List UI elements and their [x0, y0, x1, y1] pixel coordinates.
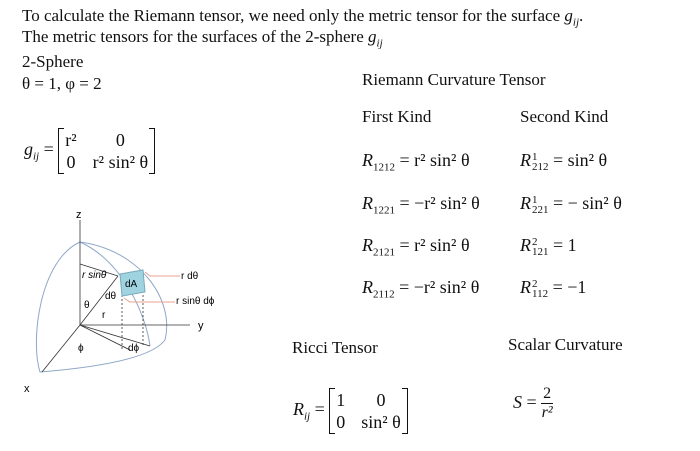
r-dtheta-label: r dθ: [181, 271, 199, 282]
r-sin-theta-label: r sinθ: [82, 270, 107, 281]
intro-line-1: To calculate the Riemann tensor, we need…: [22, 6, 584, 29]
x-label: x: [24, 383, 30, 395]
first-kind-row: R2121 = r² sin² θ: [362, 235, 470, 259]
surface-name: 2-Sphere: [22, 52, 84, 71]
z-label: z: [76, 209, 82, 221]
r-sin-dphi-label: r sinθ dϕ: [176, 296, 215, 307]
r-label: r: [102, 310, 106, 321]
area-patch: [119, 269, 146, 297]
phi-label: ϕ: [78, 343, 84, 354]
dphi-label: dϕ: [128, 343, 140, 354]
first-kind-row: R1212 = r² sin² θ: [362, 150, 470, 174]
y-label: y: [198, 320, 204, 332]
second-kind-heading: Second Kind: [520, 107, 609, 126]
bracket-r-sin-dphi: [123, 297, 175, 303]
surface-params: θ = 1, φ = 2: [22, 74, 102, 93]
dA-label: dA: [125, 279, 138, 290]
bracket-r-dtheta: [144, 271, 180, 277]
dtheta-label: dθ: [105, 291, 117, 302]
first-kind-heading: First Kind: [362, 107, 432, 126]
scalar-title: Scalar Curvature: [508, 335, 623, 354]
sphere-outline: [35, 241, 168, 373]
first-kind-row: R2112 = −r² sin² θ: [362, 277, 480, 301]
riemann-title: Riemann Curvature Tensor: [362, 70, 546, 89]
first-kind-row: R1221 = −r² sin² θ: [362, 193, 480, 217]
intro-line-2: The metric tensors for the surfaces of t…: [22, 27, 383, 50]
ricci-title: Ricci Tensor: [292, 338, 378, 357]
x-axis: [41, 324, 81, 373]
sphere-diagram: z x y r sinθ dA dθ θ r ϕ dϕ r dθ r sinθ …: [24, 209, 215, 395]
theta-label: θ: [84, 300, 90, 311]
